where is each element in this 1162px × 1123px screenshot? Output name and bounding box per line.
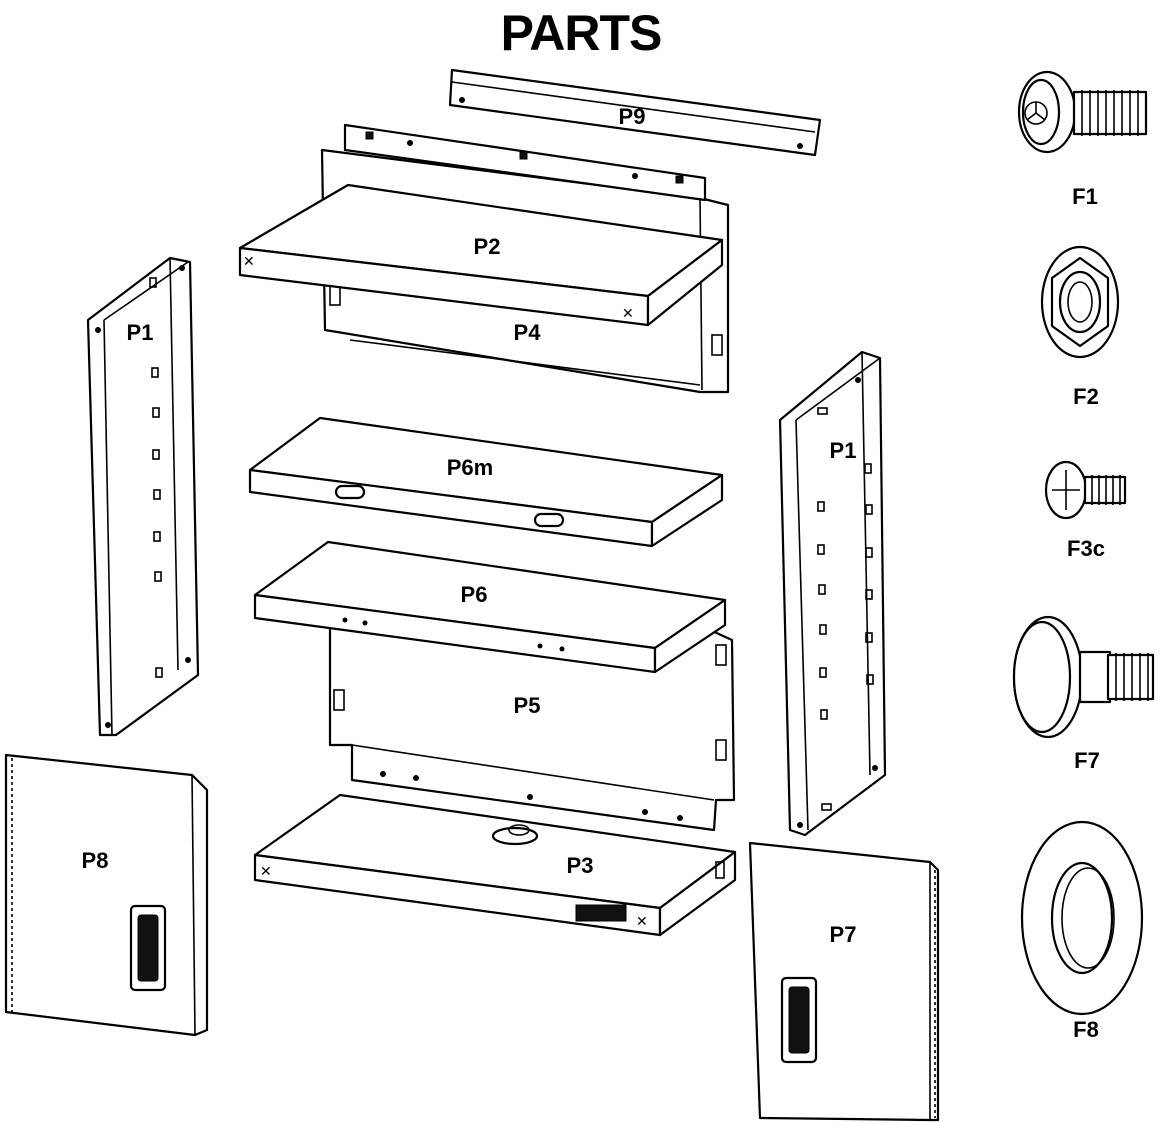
label-f8: F8: [1073, 1017, 1099, 1042]
part-p7-door: [748, 841, 940, 1122]
svg-text:✕: ✕: [636, 914, 648, 930]
part-p2-shelf: ✕ ✕: [238, 183, 724, 327]
label-f7: F7: [1074, 748, 1100, 773]
label-p3: P3: [566, 853, 594, 878]
fastener-f8-washer: [1020, 820, 1144, 1016]
fastener-f3c-screw: [1044, 460, 1127, 520]
label-p5: P5: [513, 693, 541, 718]
part-p6m-shelf: [248, 416, 724, 548]
fastener-f7-bolt: [1012, 615, 1155, 739]
page-title: PARTS: [500, 5, 663, 61]
label-p2: P2: [473, 234, 501, 259]
label-p8: P8: [81, 848, 109, 873]
part-p1-left-side: [86, 256, 200, 737]
part-p9-rail: [448, 68, 822, 157]
label-p6m: P6m: [446, 455, 494, 480]
label-p1-right: P1: [829, 438, 857, 463]
label-p7: P7: [829, 922, 857, 947]
label-f1: F1: [1072, 184, 1098, 209]
label-p6: P6: [460, 582, 488, 607]
part-p8-door: [4, 753, 209, 1037]
fastener-f2-nut: [1040, 245, 1120, 359]
part-p6-shelf: [253, 540, 727, 674]
label-p4: P4: [513, 320, 541, 345]
part-p1-right-side: [778, 350, 887, 837]
svg-text:✕: ✕: [243, 254, 255, 270]
label-f3c: F3c: [1067, 536, 1105, 561]
svg-text:✕: ✕: [260, 864, 272, 880]
label-p1-left: P1: [126, 320, 154, 345]
fastener-f1-screw: [1017, 70, 1148, 154]
part-p3-base: ✕ ✕: [253, 793, 737, 937]
label-p9: P9: [618, 104, 646, 129]
svg-text:✕: ✕: [622, 306, 634, 322]
label-f2: F2: [1073, 384, 1099, 409]
